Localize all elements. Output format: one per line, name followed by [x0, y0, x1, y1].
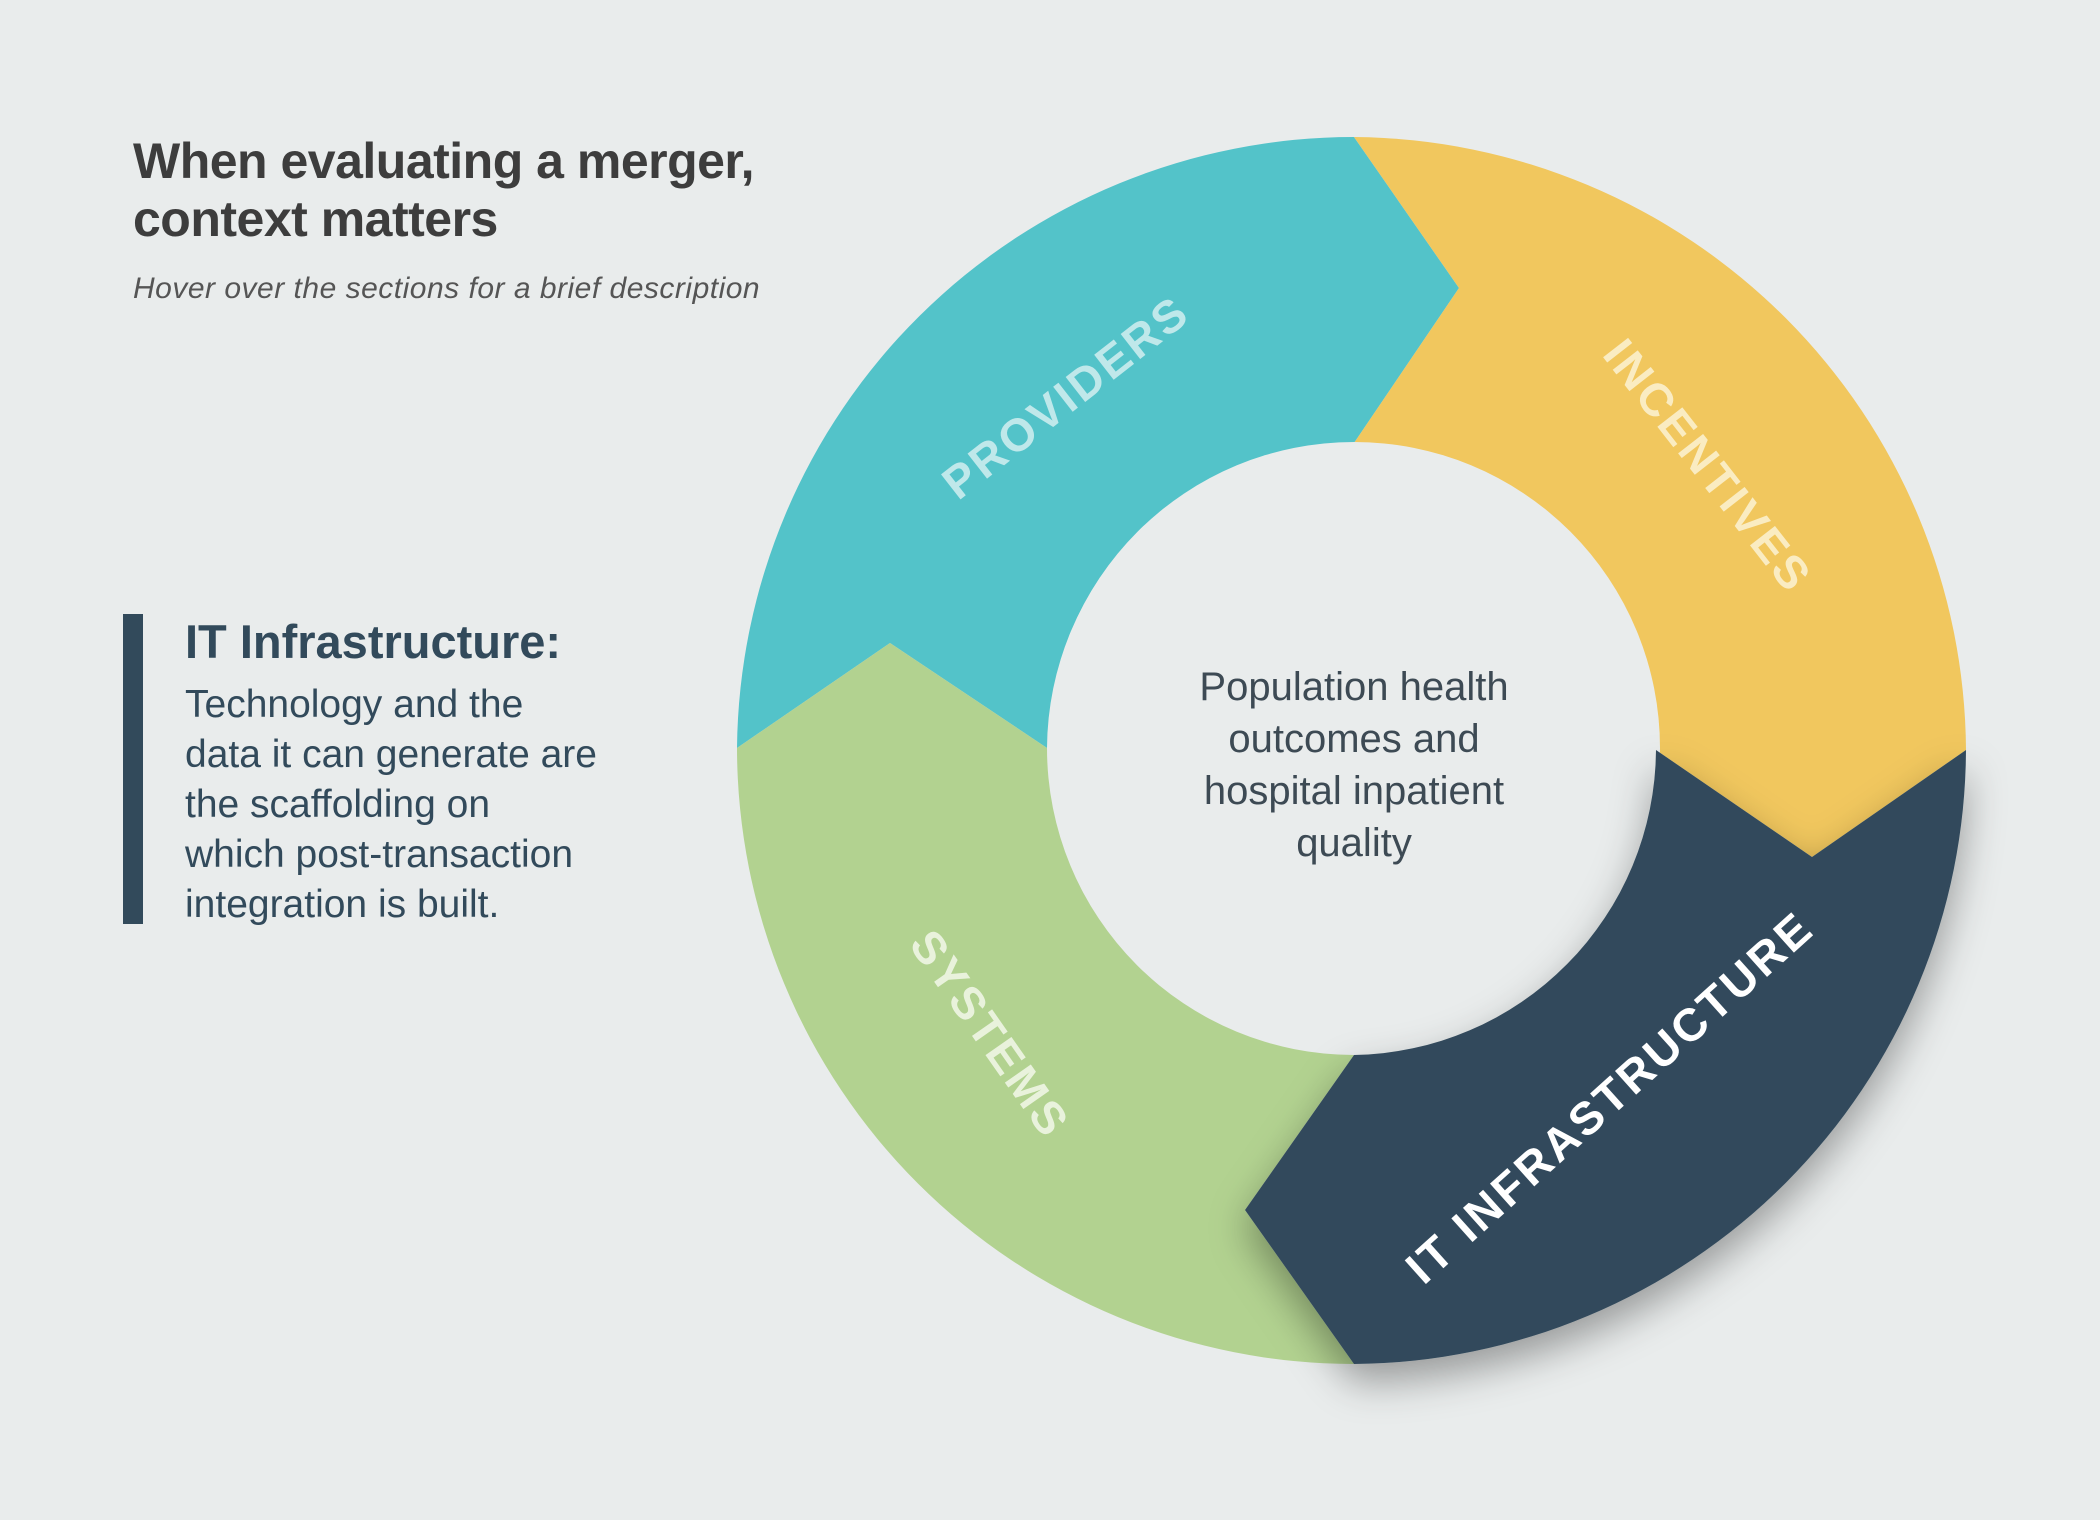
- segment-systems[interactable]: SYSTEMS: [737, 643, 1354, 1365]
- description-accent-bar: [123, 614, 143, 924]
- description-heading: IT Infrastructure:: [185, 615, 562, 668]
- center-outcome-text: Population health outcomes and hospital …: [1199, 665, 1508, 865]
- center-text-line: outcomes and: [1228, 717, 1479, 761]
- page-title: When evaluating a merger, context matter…: [133, 132, 853, 248]
- title-line-1: When evaluating a merger,: [133, 133, 755, 189]
- center-text-line: quality: [1296, 821, 1412, 865]
- segment-incentives[interactable]: INCENTIVES: [1354, 137, 1966, 857]
- description-line: Technology and the: [185, 683, 524, 726]
- segment-description-panel: IT Infrastructure: Technology and the da…: [123, 614, 683, 926]
- title-line-2: context matters: [133, 191, 498, 247]
- description-body: Technology and the data it can generate …: [185, 680, 705, 930]
- instruction-subtitle: Hover over the sections for a brief desc…: [133, 272, 761, 305]
- center-circle: [1048, 442, 1660, 1054]
- center-text-line: Population health: [1199, 665, 1508, 709]
- description-line: which post-transaction: [185, 833, 574, 876]
- description-line: data it can generate are: [185, 733, 597, 776]
- segment-providers[interactable]: PROVIDERS: [737, 136, 1459, 748]
- description-line: integration is built.: [185, 883, 500, 926]
- center-text-line: hospital inpatient: [1204, 769, 1504, 813]
- description-line: the scaffolding on: [185, 783, 491, 826]
